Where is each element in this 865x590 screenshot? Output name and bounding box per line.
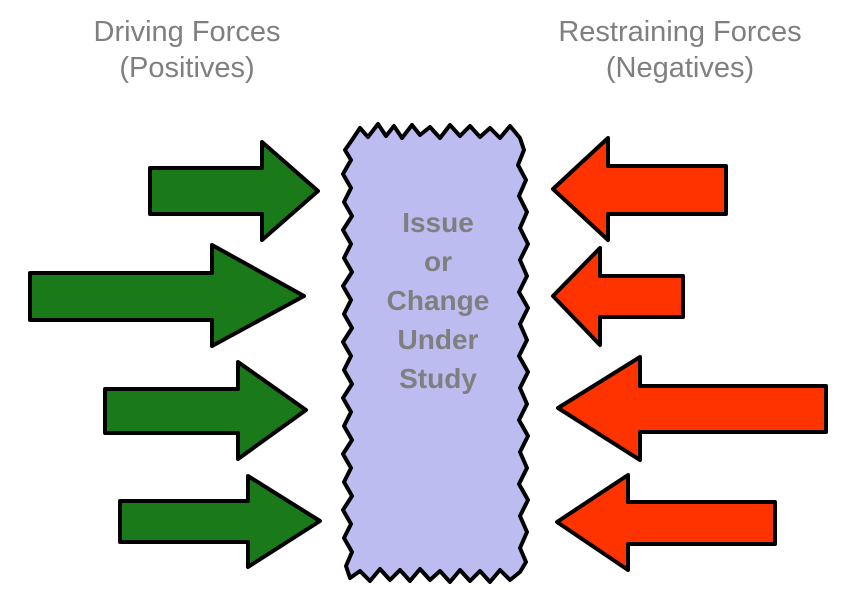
issue-label-line-2: or bbox=[424, 246, 452, 277]
issue-label-line-4: Under bbox=[397, 324, 479, 355]
driving-forces-title: Driving Forces bbox=[93, 16, 281, 48]
driving-arrow-3 bbox=[103, 360, 308, 461]
restraining-arrow-3 bbox=[556, 355, 828, 462]
restraining-arrow-1 bbox=[551, 136, 728, 242]
driving-arrow-4 bbox=[118, 474, 322, 569]
restraining-forces-title: Restraining Forces bbox=[558, 16, 802, 48]
driving-arrow-2 bbox=[28, 243, 306, 348]
driving-forces-subtitle: (Positives) bbox=[119, 52, 255, 84]
restraining-arrow-2 bbox=[551, 246, 685, 347]
driving-arrow-1 bbox=[148, 140, 320, 242]
issue-label-line-3: Change bbox=[386, 285, 490, 316]
issue-box bbox=[341, 122, 530, 584]
issue-label-line-1: Issue bbox=[402, 207, 474, 238]
restraining-arrow-4 bbox=[555, 473, 777, 572]
driving-forces-heading: Driving Forces (Positives) bbox=[27, 14, 347, 86]
issue-label-line-5: Study bbox=[399, 363, 477, 394]
issue-box-label: Issue or Change Under Study bbox=[350, 203, 526, 398]
restraining-forces-heading: Restraining Forces (Negatives) bbox=[520, 14, 840, 86]
restraining-forces-subtitle: (Negatives) bbox=[605, 52, 755, 84]
